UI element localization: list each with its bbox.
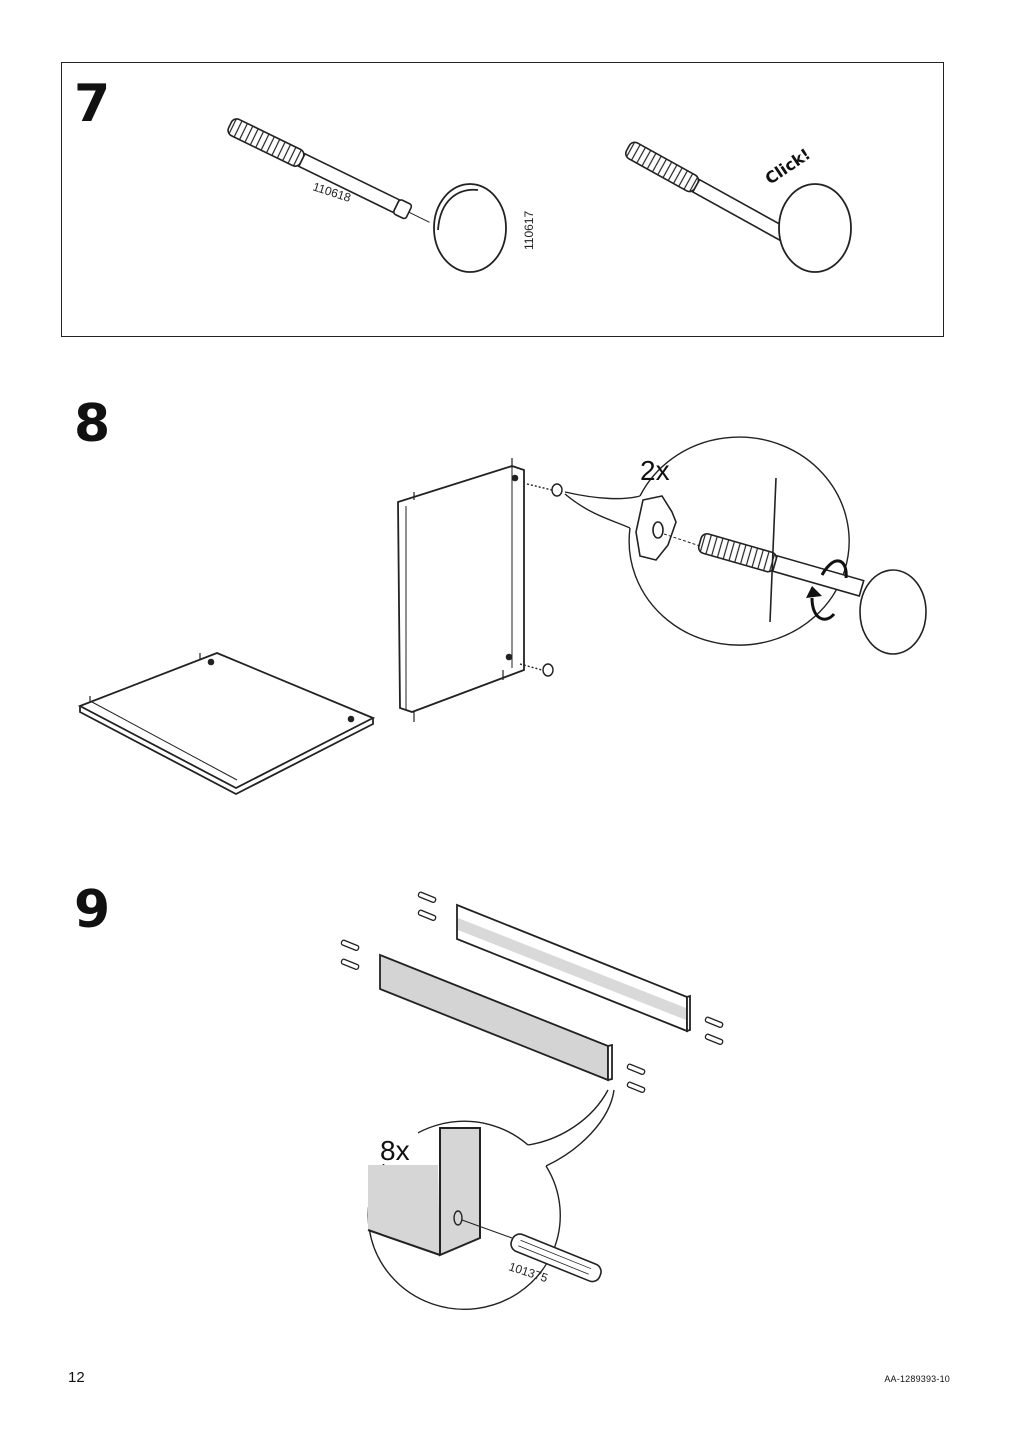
rotate-arrow-icon <box>806 559 848 621</box>
step-8-detail-callout <box>564 436 850 646</box>
step-7-rod-illustration <box>227 118 430 223</box>
step-8-tee-nut <box>635 495 677 561</box>
step-8-rod-detail <box>697 533 927 655</box>
part-number-110617: 110617 <box>522 211 536 250</box>
step-8-bottom-panel <box>77 652 376 796</box>
step-9-dowel-hole <box>453 1210 463 1226</box>
step-7-frame <box>61 62 944 337</box>
step-7-assembled-knob <box>778 183 852 273</box>
click-label: Click! <box>762 145 814 189</box>
step-9-dowels <box>340 891 724 1094</box>
document-id: AA-1289393-10 <box>884 1374 950 1384</box>
quantity-2x: 2x <box>640 455 670 486</box>
step-9-guide-line <box>461 1219 513 1239</box>
step-7-assembled-rod <box>624 141 806 252</box>
step-8-guide-line <box>663 533 701 547</box>
step-8-side-panel <box>397 458 525 722</box>
quantity-8x: 8x <box>380 1135 410 1166</box>
page-number: 12 <box>68 1369 85 1386</box>
step-9-dowel-detail <box>510 1233 602 1283</box>
step-8-number: 8 <box>74 394 111 454</box>
quantity-label-bg <box>376 1130 418 1164</box>
step-7-number: 7 <box>74 74 111 134</box>
step-9-rail-front <box>379 953 613 1082</box>
step-7-knob <box>433 183 507 273</box>
step-8-knob-screws <box>519 483 563 677</box>
step-9-number: 9 <box>74 880 111 940</box>
step-9-rail-back <box>456 903 691 1033</box>
